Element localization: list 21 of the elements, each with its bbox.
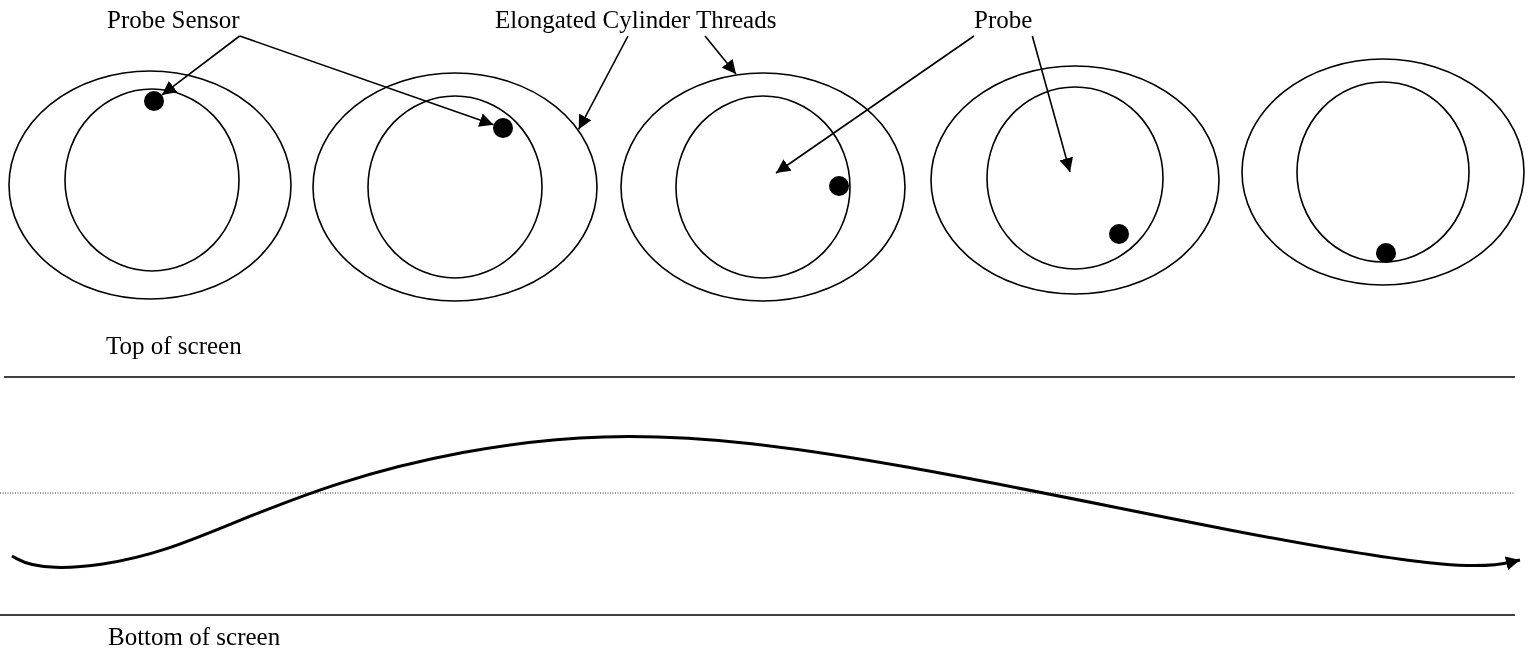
leader-arrow: [775, 35, 975, 174]
screen-label: Bottom of screen: [108, 623, 281, 648]
thread-ellipse: [1241, 58, 1525, 286]
thread-ellipse: [620, 72, 906, 302]
thread-ellipse: [312, 72, 598, 302]
part-label: Elongated Cylinder Threads: [495, 6, 777, 34]
thread-ellipse: [930, 65, 1220, 295]
sensor-dot: [1109, 224, 1129, 244]
sensor-dot: [144, 91, 164, 111]
part-label: Probe Sensor: [107, 6, 240, 34]
screen-label: Top of screen: [106, 332, 242, 360]
leader-arrow: [161, 35, 241, 96]
leader-arrow: [577, 35, 629, 131]
sensor-dot: [1376, 243, 1396, 263]
part-label: Probe: [974, 6, 1033, 34]
leader-arrow: [704, 35, 737, 75]
sensor-dot: [829, 176, 849, 196]
thread-ellipse: [8, 70, 292, 300]
leader-arrow: [238, 35, 495, 127]
sensor-dot: [493, 118, 513, 138]
leader-arrow: [1031, 35, 1073, 173]
